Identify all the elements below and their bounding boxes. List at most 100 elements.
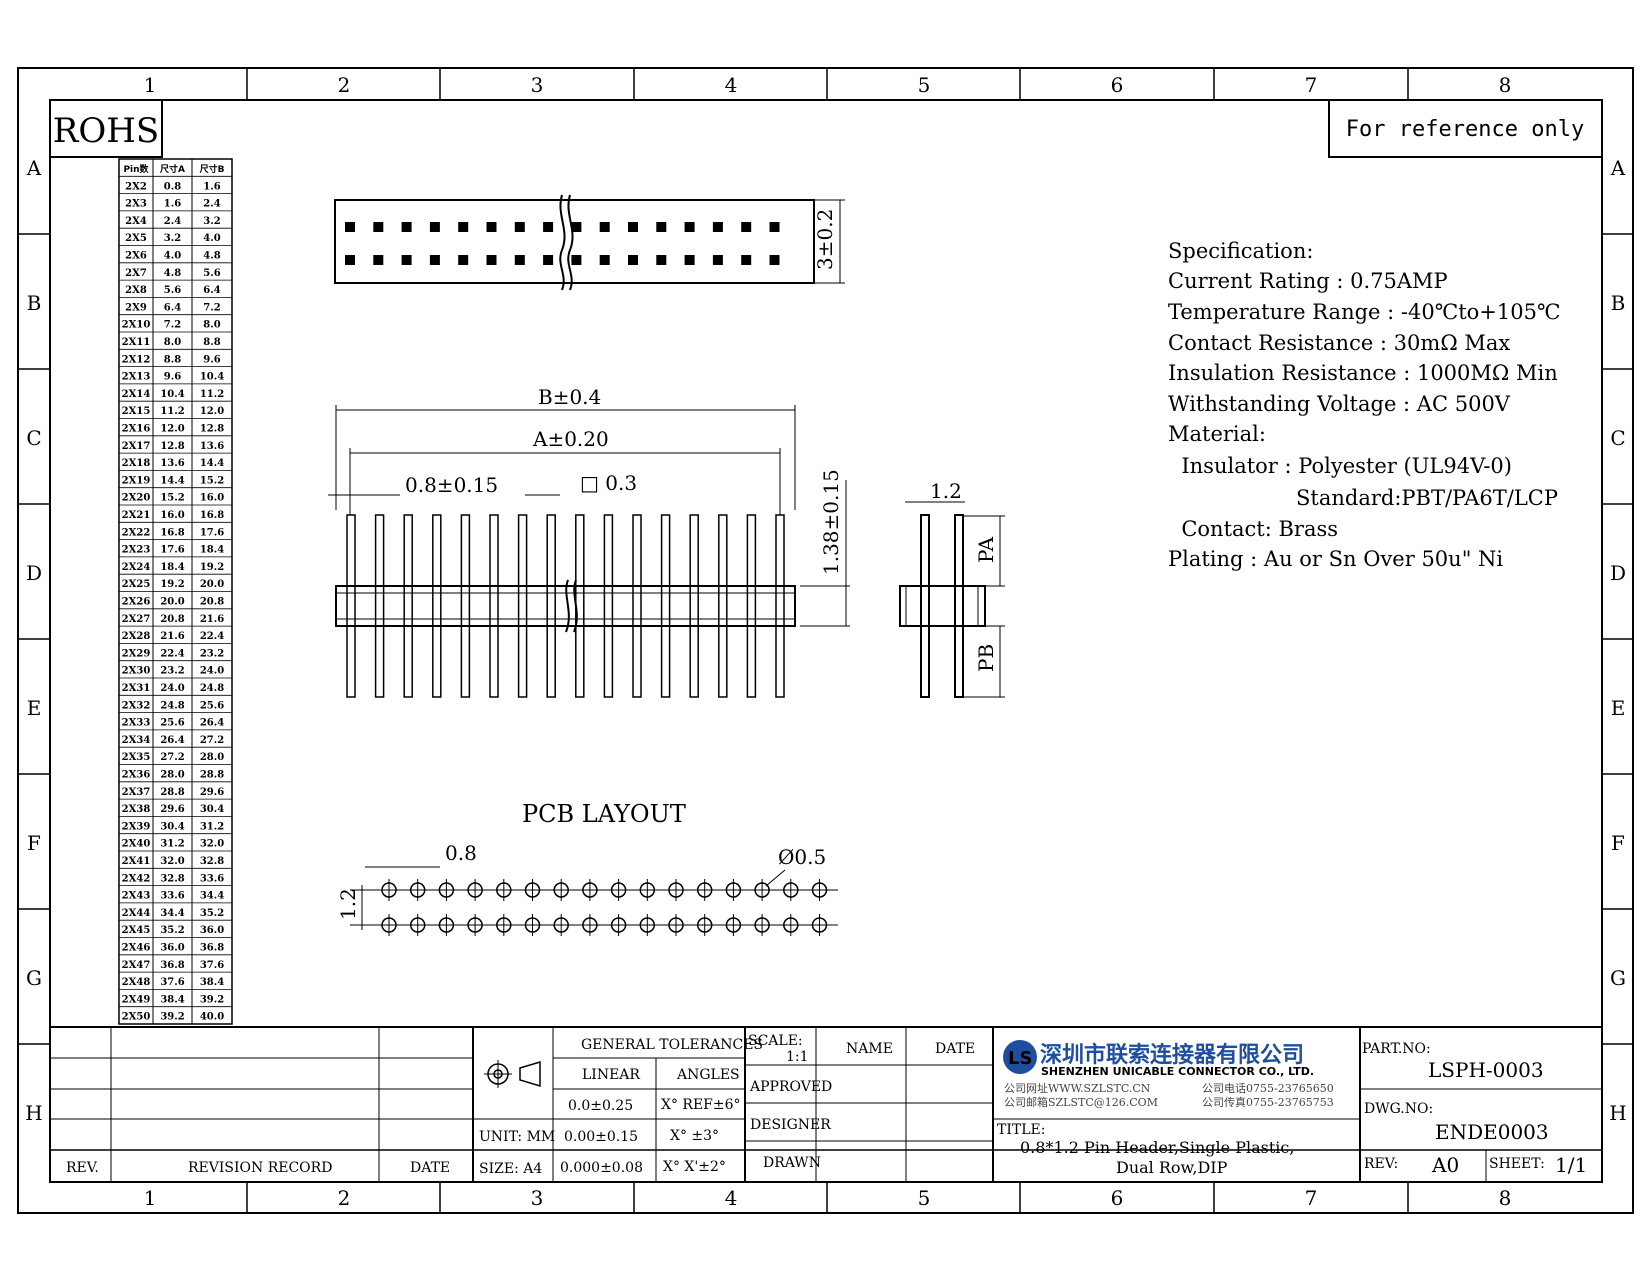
pin-table-cell: 2X28 <box>122 631 151 642</box>
col-label: 1 <box>144 1186 157 1210</box>
pin-table-cell: 1.6 <box>164 199 181 210</box>
scale-value: 1:1 <box>786 1049 809 1065</box>
row-label: G <box>26 966 42 990</box>
pin-table-cell: 13.6 <box>200 441 224 452</box>
col-label: 2 <box>338 1186 351 1210</box>
pin-table-cell: 15.2 <box>200 475 224 486</box>
pin-table-cell: 14.4 <box>200 458 224 469</box>
part-no-value: LSPH-0003 <box>1428 1058 1544 1082</box>
angles-header: ANGLES <box>676 1067 740 1083</box>
front-view-pin <box>517 514 528 698</box>
col-label: 4 <box>725 1186 738 1210</box>
company-name-cn: 深圳市联索连接器有限公司 <box>1040 1042 1304 1068</box>
pin-table-cell: 4.0 <box>203 233 220 244</box>
pin-table-cell: 9.6 <box>164 372 181 383</box>
inner-frame <box>49 99 1603 1183</box>
pin-table-cell: 2X6 <box>125 251 147 262</box>
pin-table-cell: 2X2 <box>125 181 147 192</box>
pin-table-cell: 18.4 <box>200 545 224 556</box>
pin-table-header: Pin数 <box>123 163 149 175</box>
pin-table-cell: 17.6 <box>200 527 224 538</box>
pin-table-cell: 21.6 <box>200 614 224 625</box>
pin-table-cell: 29.6 <box>200 787 224 798</box>
pin-table-cell: 27.2 <box>200 735 224 746</box>
top-view-hole <box>684 222 695 232</box>
top-view-hole <box>571 222 582 232</box>
front-view-pin <box>689 514 699 698</box>
front-view-pin <box>718 514 728 698</box>
top-view-hole <box>656 255 667 265</box>
linear-tol-2: 0.00±0.15 <box>564 1129 638 1145</box>
pin-table-cell: 3.2 <box>164 233 181 244</box>
pin-table-cell: 33.6 <box>200 873 224 884</box>
pin-table-cell: 2X41 <box>122 856 151 867</box>
pin-table-cell: 32.0 <box>200 839 224 850</box>
pin-table-cell: 30.4 <box>200 804 224 815</box>
top-view-hole <box>373 222 384 232</box>
pin-table-cell: 2X16 <box>122 424 151 435</box>
top-view-hole <box>571 255 582 265</box>
pin-table-cell: 24.8 <box>160 700 184 711</box>
angle-tol-1: X° REF±6° <box>661 1097 741 1113</box>
pin-table-cell: 16.8 <box>200 510 224 521</box>
pin-table-cell: 2X37 <box>122 787 151 798</box>
pin-table-cell: 21.6 <box>160 631 184 642</box>
top-view-hole <box>429 255 440 265</box>
front-view-pin <box>660 514 671 698</box>
pin-table-cell: 2X3 <box>125 199 147 210</box>
pin-table-cell: 34.4 <box>200 891 224 902</box>
front-view-pin <box>346 514 356 698</box>
spec-line: Temperature Range : -40℃to+105℃ <box>1168 300 1560 324</box>
pin-table-cell: 2X43 <box>122 891 151 902</box>
title-line-2: Dual Row,DIP <box>1116 1158 1228 1177</box>
general-tolerances: GENERAL TOLERANCES <box>581 1037 763 1053</box>
pin-table-cell: 11.2 <box>200 389 224 400</box>
pin-table-cell: 14.4 <box>160 475 184 486</box>
break-line <box>559 194 566 291</box>
sheet-label: SHEET: <box>1489 1156 1545 1172</box>
size-label: SIZE: A4 <box>479 1161 542 1177</box>
pin-table-cell: 2X26 <box>122 597 151 608</box>
pin-table-cell: 2X8 <box>125 285 147 296</box>
title-line-1: 0.8*1.2 Pin Header,Single Plastic, <box>1020 1138 1294 1157</box>
front-view-pin <box>460 514 471 698</box>
pin-table-cell: 2X5 <box>125 233 147 244</box>
pin-table-cell: 23.2 <box>200 648 224 659</box>
pin-table-cell: 2X39 <box>122 821 151 832</box>
col-label: 3 <box>531 1186 544 1210</box>
top-view-hole <box>769 255 780 265</box>
top-view-hole <box>401 222 412 232</box>
pin-table-cell: 36.8 <box>200 943 224 954</box>
linear-tol-3: 0.000±0.08 <box>560 1160 643 1176</box>
break-line <box>573 579 578 633</box>
front-view-pin <box>403 514 413 698</box>
pin-table-cell: 35.2 <box>160 925 184 936</box>
pin-table-cell: 36.0 <box>200 925 224 936</box>
pin-table-cell: 36.8 <box>160 960 184 971</box>
column-labels-top: 1 2 3 4 5 6 7 8 <box>144 73 1512 97</box>
front-view-pin <box>746 514 757 698</box>
company-fax: 公司传真0755-23765753 <box>1202 1095 1334 1109</box>
rev-value: A0 <box>1431 1153 1459 1177</box>
pin-table-cell: 31.2 <box>160 839 184 850</box>
svg-text:LS: LS <box>1008 1048 1032 1069</box>
pin-table-cell: 16.0 <box>160 510 184 521</box>
pin-table-cell: 2.4 <box>164 216 181 227</box>
pin-table-cell: 2X34 <box>122 735 151 746</box>
pcb-holes <box>350 879 838 936</box>
front-view-pins <box>346 514 785 698</box>
pin-table-cell: 2X21 <box>122 510 151 521</box>
pin-table-cell: 26.4 <box>160 735 184 746</box>
top-view-holes <box>345 222 780 265</box>
top-view-hole <box>401 255 412 265</box>
pin-table-cell: 25.6 <box>160 718 184 729</box>
dim-a-label: A±0.20 <box>532 427 609 451</box>
top-view-hole <box>684 255 695 265</box>
pin-square-label: □ 0.3 <box>580 471 637 495</box>
row-label: C <box>1610 426 1625 450</box>
dwg-no-value: ENDE0003 <box>1435 1120 1549 1144</box>
pin-table-cell: 2X11 <box>122 337 151 348</box>
designer-label: DESIGNER <box>750 1117 831 1133</box>
